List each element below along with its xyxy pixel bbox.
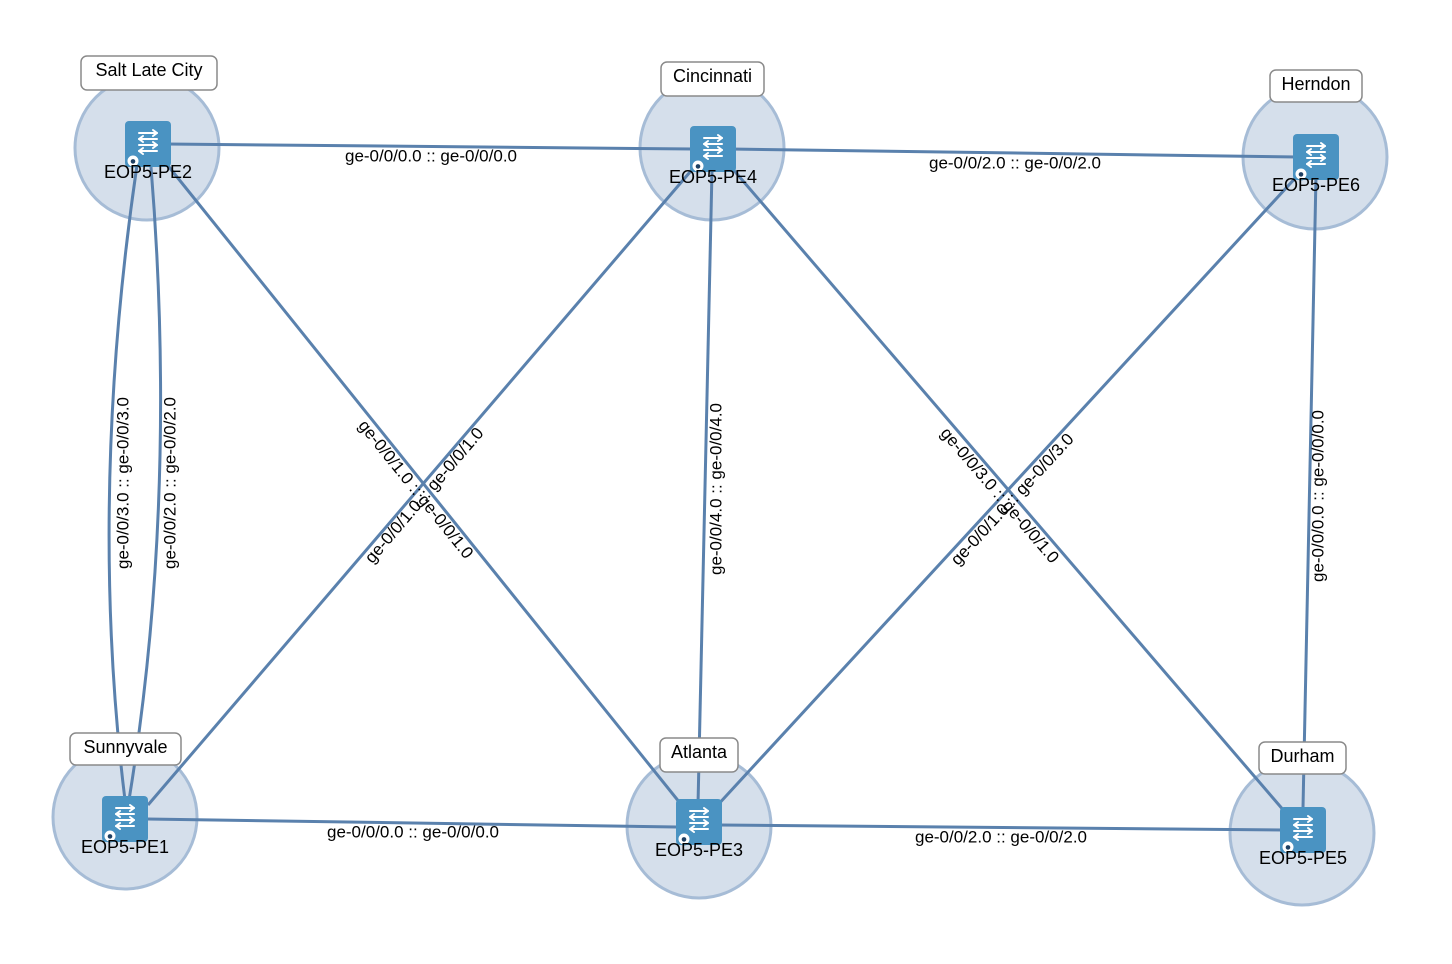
site-name: Sunnyvale <box>83 737 167 757</box>
router-node-layer: ●EOP5-PE2●EOP5-PE4●EOP5-PE6●EOP5-PE1●EOP… <box>81 121 1360 868</box>
badge-glyph: ● <box>1285 844 1290 851</box>
link-label-8: ge-0/0/4.0 :: ge-0/0/4.0 <box>706 403 725 575</box>
link-layer <box>107 142 1318 832</box>
router-name: EOP5-PE6 <box>1272 175 1360 195</box>
router-icon <box>115 804 135 830</box>
router-icon <box>138 129 158 155</box>
site-label-pe3: Atlanta <box>659 737 739 773</box>
router-node-pe4[interactable]: ●EOP5-PE4 <box>669 126 757 187</box>
router-name: EOP5-PE2 <box>104 162 192 182</box>
status-badge-icon <box>1294 167 1308 181</box>
badge-glyph: ● <box>130 158 135 165</box>
link-label-5: ge-0/0/2.0 :: ge-0/0/2.0 <box>160 397 179 569</box>
link-pe2-pe4-0[interactable] <box>165 142 695 151</box>
link-pe3-pe5-3[interactable] <box>719 823 1284 832</box>
site-label-box <box>659 737 739 773</box>
site-label-pe2: Salt Late City <box>80 55 218 91</box>
router-node-pe3[interactable]: ●EOP5-PE3 <box>655 799 743 860</box>
site-halo-layer <box>51 74 1389 907</box>
status-badge-icon <box>103 829 117 843</box>
site-label-box <box>80 55 218 91</box>
site-label-pe1: Sunnyvale <box>69 732 182 766</box>
router-name: EOP5-PE4 <box>669 167 757 187</box>
router-icon <box>703 134 723 160</box>
site-name: Salt Late City <box>95 60 202 80</box>
site-label-box <box>69 732 182 766</box>
router-node-pe6[interactable]: ●EOP5-PE6 <box>1272 134 1360 195</box>
link-pe4-pe1-7[interactable] <box>146 164 698 806</box>
site-label-box <box>660 61 765 97</box>
status-badge-icon <box>677 832 691 846</box>
link-label-4: ge-0/0/3.0 :: ge-0/0/3.0 <box>113 397 132 569</box>
status-badge-icon <box>691 159 705 173</box>
link-pe2-pe1-5[interactable] <box>127 166 163 801</box>
site-name: Cincinnati <box>673 66 752 86</box>
router-icon <box>689 807 709 833</box>
site-label-pe5: Durham <box>1258 741 1347 775</box>
site-label-pe6: Herndon <box>1269 69 1363 103</box>
link-label-3: ge-0/0/2.0 :: ge-0/0/2.0 <box>915 827 1087 846</box>
badge-glyph: ● <box>1298 171 1303 178</box>
site-label-layer: Salt Late City Cincinnati HerndonSunnyvale… <box>69 55 1363 775</box>
router-name: EOP5-PE3 <box>655 840 743 860</box>
site-label-pe4: Cincinnati <box>660 61 765 97</box>
badge-glyph: ● <box>681 836 686 843</box>
router-node-pe1[interactable]: ●EOP5-PE1 <box>81 796 169 857</box>
status-badge-icon <box>126 154 140 168</box>
router-icon <box>1293 815 1313 841</box>
router-node-pe5[interactable]: ●EOP5-PE5 <box>1259 807 1347 868</box>
site-name: Herndon <box>1281 74 1350 94</box>
router-node-pe2[interactable]: ●EOP5-PE2 <box>104 121 192 182</box>
link-pe1-pe3-2[interactable] <box>146 817 677 829</box>
link-pe4-pe3-8[interactable] <box>696 169 714 806</box>
router-name: EOP5-PE1 <box>81 837 169 857</box>
site-label-box <box>1258 741 1347 775</box>
link-label-11: ge-0/0/0.0 :: ge-0/0/0.0 <box>1308 410 1327 582</box>
link-label-2: ge-0/0/0.0 :: ge-0/0/0.0 <box>327 822 499 841</box>
badge-glyph: ● <box>695 163 700 170</box>
link-label-0: ge-0/0/0.0 :: ge-0/0/0.0 <box>345 146 517 165</box>
link-pe6-pe5-11[interactable] <box>1301 175 1318 809</box>
link-pe2-pe3-6[interactable] <box>163 161 686 809</box>
link-pe2-pe1-4[interactable] <box>107 164 139 801</box>
link-pe6-pe3-10[interactable] <box>713 172 1301 810</box>
router-name: EOP5-PE5 <box>1259 848 1347 868</box>
link-pe4-pe6-1[interactable] <box>729 147 1298 159</box>
site-label-box <box>1269 69 1363 103</box>
link-label-1: ge-0/0/2.0 :: ge-0/0/2.0 <box>929 153 1101 172</box>
status-badge-icon <box>1281 840 1295 854</box>
site-name: Durham <box>1270 746 1334 766</box>
badge-glyph: ● <box>107 833 112 840</box>
router-icon <box>1306 142 1326 168</box>
site-name: Atlanta <box>671 742 728 762</box>
